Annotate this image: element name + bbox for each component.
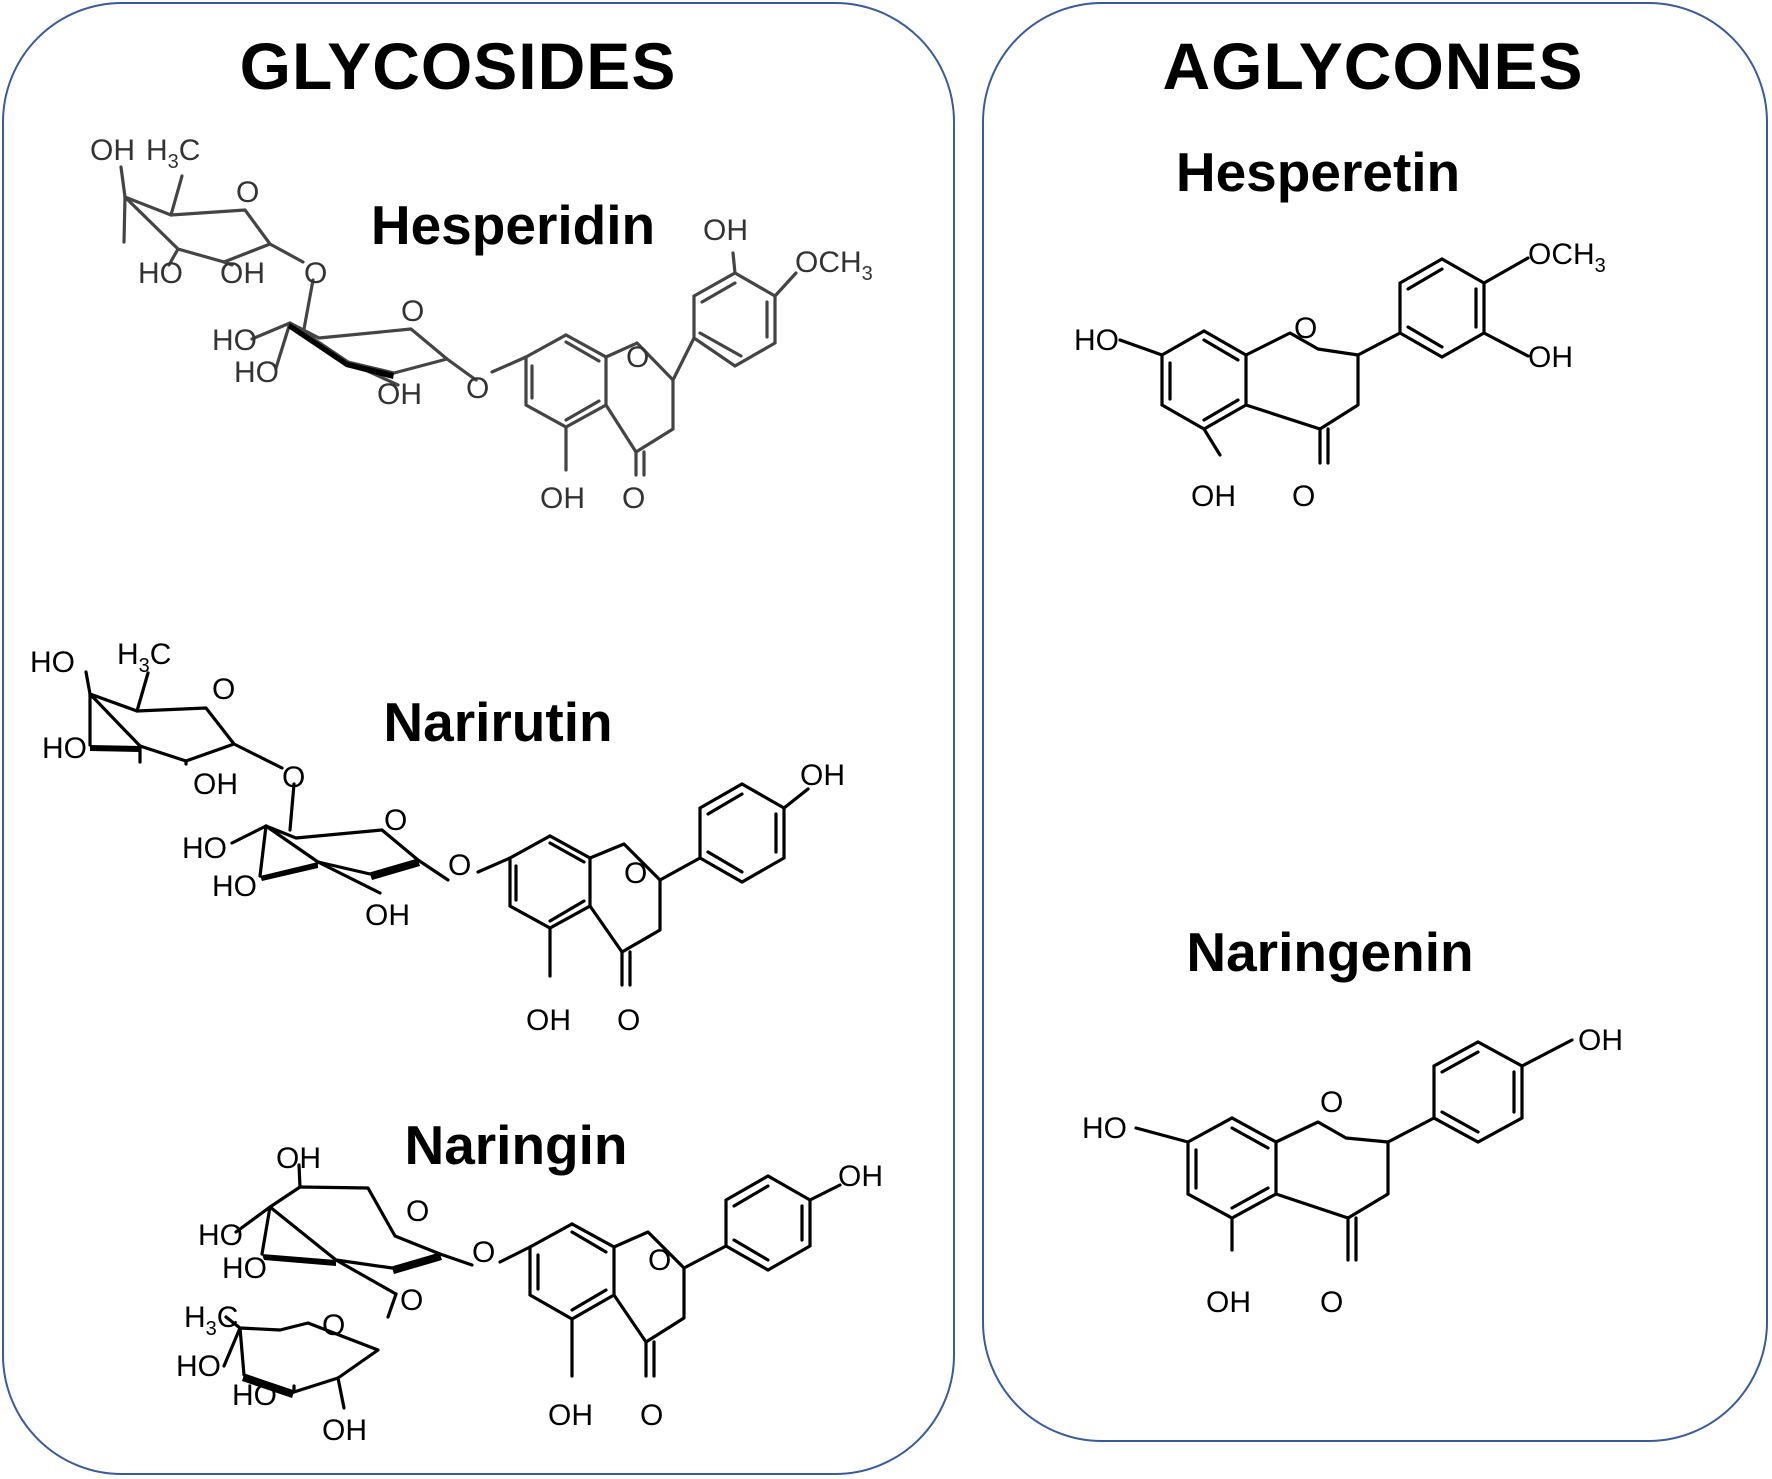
- svg-text:OH: OH: [800, 759, 845, 792]
- svg-text:O: O: [322, 1309, 345, 1342]
- svg-text:OH: OH: [540, 482, 585, 515]
- svg-text:HO: HO: [1082, 1112, 1127, 1145]
- svg-text:O: O: [622, 482, 645, 515]
- svg-text:O: O: [626, 341, 649, 374]
- svg-text:OH: OH: [548, 1399, 593, 1432]
- svg-text:OH: OH: [703, 214, 748, 247]
- svg-text:O: O: [401, 295, 424, 328]
- svg-text:O: O: [1294, 312, 1317, 345]
- svg-text:O: O: [617, 1004, 640, 1037]
- svg-text:O: O: [384, 804, 407, 837]
- svg-text:HO: HO: [30, 646, 75, 679]
- glycosides-title: GLYCOSIDES: [239, 29, 677, 103]
- svg-text:O: O: [406, 1195, 429, 1228]
- svg-text:OH: OH: [1578, 1024, 1623, 1057]
- svg-text:OH: OH: [1191, 480, 1236, 513]
- svg-text:HO: HO: [232, 1379, 277, 1412]
- svg-text:O: O: [1320, 1286, 1343, 1319]
- svg-text:O: O: [472, 1236, 495, 1269]
- hesperetin-name: Hesperetin: [1175, 141, 1461, 203]
- svg-text:OH: OH: [838, 1160, 883, 1193]
- svg-text:HO: HO: [42, 732, 87, 765]
- svg-text:OH: OH: [193, 768, 238, 801]
- svg-text:OCH3: OCH3: [1528, 238, 1606, 277]
- narirutin-name: Narirutin: [383, 691, 613, 753]
- svg-text:HO: HO: [198, 1219, 243, 1252]
- naringenin-name: Naringenin: [1186, 921, 1474, 983]
- svg-text:O: O: [400, 1284, 423, 1317]
- svg-text:OH: OH: [220, 257, 265, 290]
- svg-text:OH: OH: [365, 899, 410, 932]
- svg-text:OH: OH: [377, 378, 422, 411]
- svg-text:O: O: [448, 849, 471, 882]
- svg-text:OH: OH: [526, 1004, 571, 1037]
- svg-text:O: O: [236, 176, 259, 209]
- svg-text:OH: OH: [1528, 341, 1573, 374]
- svg-text:HO: HO: [138, 257, 183, 290]
- svg-text:HO: HO: [212, 870, 257, 903]
- svg-text:OH: OH: [1206, 1286, 1251, 1319]
- svg-text:HO: HO: [176, 1350, 221, 1383]
- svg-text:O: O: [648, 1244, 671, 1277]
- svg-text:O: O: [282, 761, 305, 794]
- svg-text:HO: HO: [222, 1252, 267, 1285]
- svg-text:OCH3: OCH3: [795, 246, 873, 285]
- svg-text:H3C: H3C: [117, 638, 171, 677]
- aglycones-title: AGLYCONES: [1162, 29, 1584, 103]
- svg-text:HO: HO: [1074, 324, 1119, 357]
- svg-text:HO: HO: [234, 356, 279, 389]
- svg-text:O: O: [1292, 480, 1315, 513]
- glycosides-panel: [2, 2, 955, 1475]
- svg-text:O: O: [304, 257, 327, 290]
- svg-text:O: O: [1320, 1086, 1343, 1119]
- svg-text:O: O: [624, 857, 647, 890]
- svg-text:O: O: [466, 372, 489, 405]
- naringin-name: Naringin: [404, 1114, 628, 1176]
- svg-text:O: O: [640, 1399, 663, 1432]
- hesperidin-name: Hesperidin: [370, 194, 656, 256]
- svg-text:O: O: [212, 673, 235, 706]
- svg-text:OH: OH: [322, 1414, 367, 1447]
- svg-text:OH: OH: [90, 134, 135, 167]
- svg-text:HO: HO: [182, 832, 227, 865]
- svg-text:OH: OH: [276, 1142, 321, 1175]
- svg-text:HO: HO: [212, 324, 257, 357]
